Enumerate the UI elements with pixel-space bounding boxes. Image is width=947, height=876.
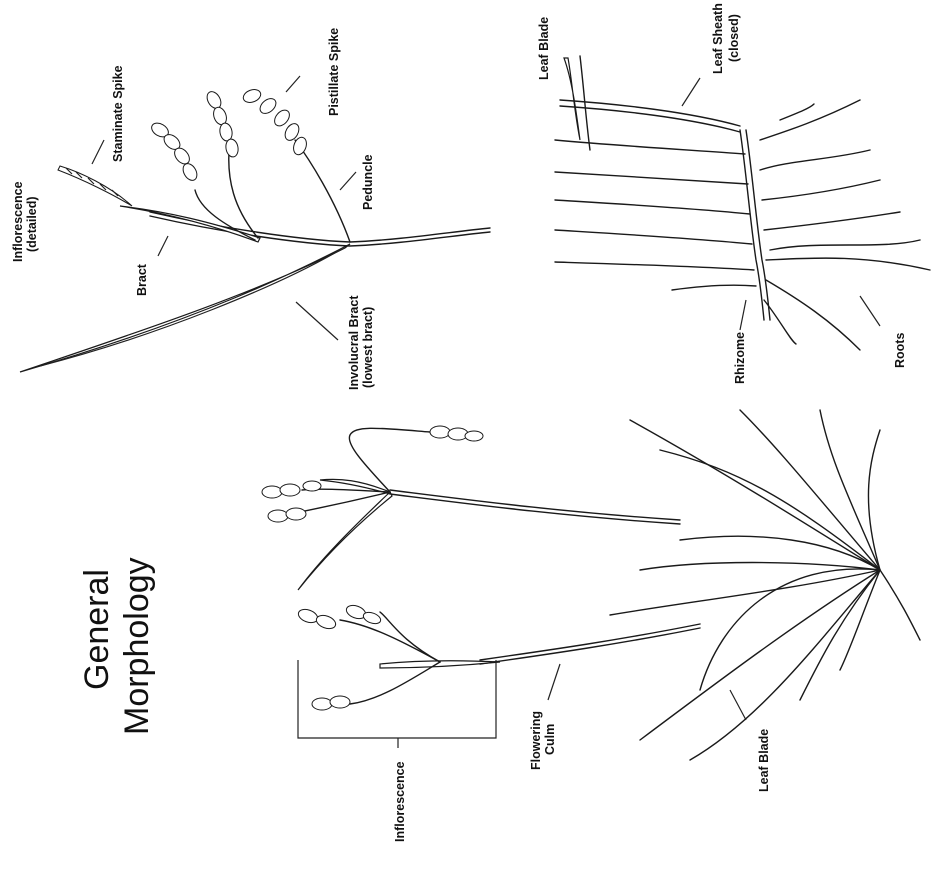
label-involucral-bract-2: (lowest bract) — [361, 307, 375, 388]
label-involucral-bract-1: Involucral Bract — [347, 295, 361, 390]
inflorescence-detail-illustration — [20, 76, 490, 372]
label-peduncle: Peduncle — [361, 154, 375, 210]
label-flowering-culm-2: Culm — [543, 724, 557, 755]
label-roots: Roots — [893, 333, 907, 368]
title-line1: General — [78, 569, 116, 690]
diagram-title: General Morphology — [78, 557, 156, 735]
label-leaf-blade-top: Leaf Blade — [537, 17, 551, 80]
label-staminate-spike: Staminate Spike — [111, 65, 125, 162]
label-rhizome: Rhizome — [733, 332, 747, 384]
label-leaf-sheath-1: Leaf Sheath — [711, 3, 725, 74]
label-inflorescence: Inflorescence — [393, 761, 407, 842]
label-pistillate-spike: Pistillate Spike — [327, 28, 341, 116]
label-bract: Bract — [135, 263, 149, 296]
title-line2: Morphology — [118, 557, 156, 735]
culm2-spikes — [297, 603, 383, 710]
whole-plant-illustration — [262, 410, 920, 760]
label-inflorescence-detailed-2: (detailed) — [25, 196, 39, 252]
label-leaf-blade-bottom: Leaf Blade — [757, 729, 771, 792]
culm1-spikes — [262, 426, 483, 522]
rhizome-illustration — [555, 56, 930, 350]
label-inflorescence-detailed-1: Inflorescence — [11, 181, 25, 262]
label-flowering-culm-1: Flowering — [529, 711, 543, 770]
label-leaf-sheath-2: (closed) — [727, 14, 741, 62]
